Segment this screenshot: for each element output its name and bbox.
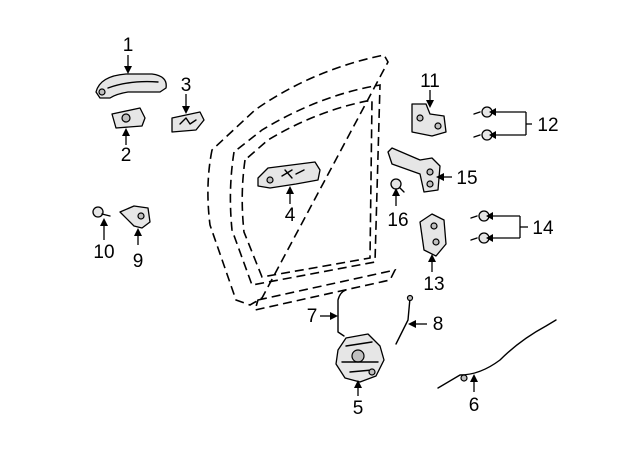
callout-1: 1 [123,35,134,56]
callout-7: 7 [307,306,318,327]
striker-bolt [92,206,111,218]
callout-9: 9 [133,251,144,272]
leader-lines [100,55,532,396]
callout-16: 16 [387,210,408,231]
callout-14: 14 [532,218,554,239]
lower-hinge-bolts [470,210,490,244]
callout-8: 8 [433,314,444,335]
lower-hinge [419,213,447,257]
door-latch-assembly [335,333,385,383]
handle-cap [171,111,205,133]
callout-4: 4 [285,205,296,226]
lock-rod-right [395,294,414,345]
door-panel-outline [207,54,397,312]
outside-door-handle [95,73,167,99]
callout-labels: 1 2 3 4 5 6 7 8 9 10 11 12 13 14 15 16 [93,35,558,419]
callout-3: 3 [181,75,192,96]
callout-13: 13 [423,274,444,295]
callout-12: 12 [537,115,558,136]
handle-bracket [111,107,146,129]
callout-6: 6 [469,395,480,416]
upper-hinge [411,103,447,137]
handle-reinforcement [257,161,321,189]
callout-10: 10 [93,242,114,263]
callout-15: 15 [456,168,477,189]
door-check-bolt [390,178,405,193]
callout-11: 11 [420,71,440,92]
latch-cable [437,319,557,389]
lock-rod-left [337,289,347,337]
door-striker [119,205,151,229]
callout-2: 2 [121,145,132,166]
callout-5: 5 [353,398,364,419]
